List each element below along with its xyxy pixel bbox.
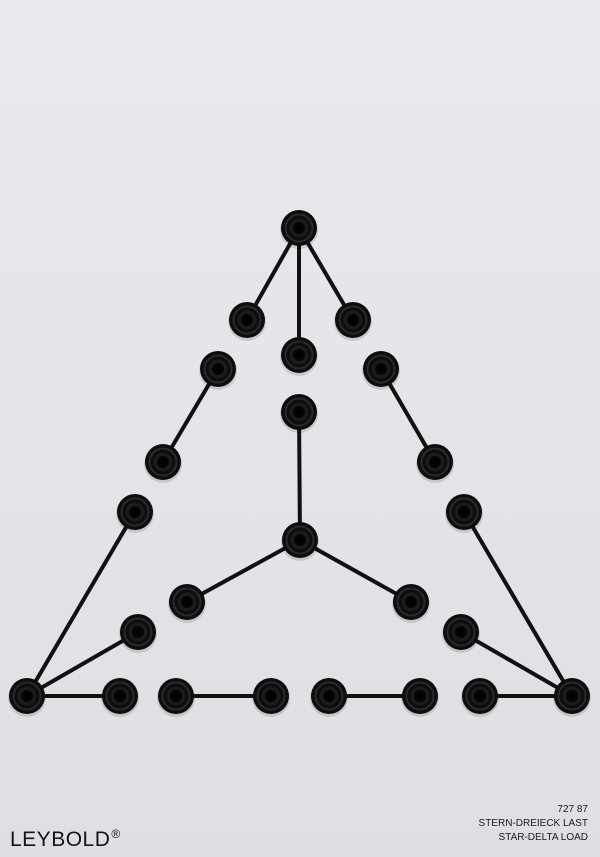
socket-top[interactable] (280, 210, 318, 249)
socket-b5[interactable] (401, 678, 439, 717)
wire-c2-center (297, 410, 302, 542)
socket-l3[interactable] (116, 494, 154, 533)
wire-l3-bl (25, 510, 137, 698)
socket-br[interactable] (553, 678, 591, 717)
socket-cl[interactable] (168, 584, 206, 623)
catalog-number: 727 87 (557, 804, 588, 815)
wire-l1-l2 (161, 367, 220, 464)
wire-l4-bl (25, 630, 140, 698)
socket-c1[interactable] (280, 337, 318, 376)
socket-l4[interactable] (119, 614, 157, 653)
socket-ul[interactable] (228, 302, 266, 341)
socket-b4[interactable] (310, 678, 348, 717)
socket-b1[interactable] (101, 678, 139, 717)
brand-logo: LEYBOLD® (10, 827, 121, 852)
socket-l2[interactable] (144, 444, 182, 483)
socket-r1[interactable] (362, 351, 400, 390)
socket-r2[interactable] (416, 444, 454, 483)
registered-mark: ® (111, 827, 121, 841)
socket-r4[interactable] (442, 614, 480, 653)
socket-b3[interactable] (252, 678, 290, 717)
socket-center[interactable] (281, 522, 319, 561)
wire-r4-br (459, 630, 574, 698)
title-german: STERN-DREIECK LAST (478, 818, 588, 829)
socket-c2[interactable] (280, 394, 318, 433)
wire-center-cl (185, 538, 302, 604)
socket-bl[interactable] (8, 678, 46, 717)
brand-name: LEYBOLD (10, 828, 111, 851)
socket-r3[interactable] (445, 494, 483, 533)
sockets (8, 210, 591, 717)
socket-l1[interactable] (199, 351, 237, 390)
socket-b2[interactable] (157, 678, 195, 717)
wire-r3-br (462, 510, 574, 698)
socket-cr[interactable] (392, 584, 430, 623)
wire-center-cr (298, 538, 413, 604)
title-english: STAR-DELTA LOAD (498, 832, 588, 843)
socket-ur[interactable] (334, 302, 372, 341)
panel-caption: 727 87 STERN-DREIECK LAST STAR-DELTA LOA… (479, 803, 588, 845)
wires (25, 226, 574, 698)
socket-b6[interactable] (461, 678, 499, 717)
